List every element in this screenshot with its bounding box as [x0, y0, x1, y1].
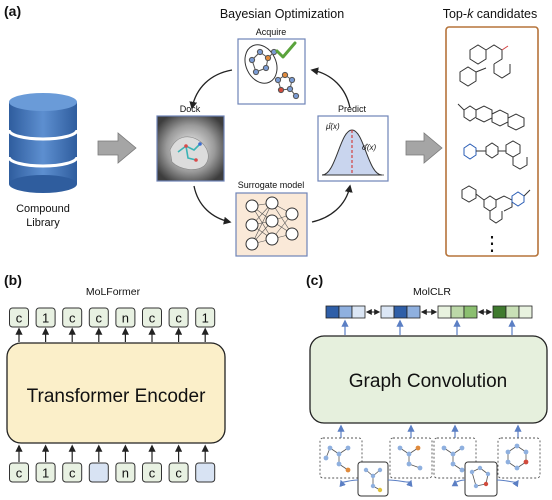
input-arrows	[15, 444, 209, 462]
arrow-right-icon	[97, 132, 137, 164]
acquire-label: Acquire	[256, 27, 287, 37]
token-box	[9, 462, 29, 483]
token-box	[142, 462, 162, 483]
token-box	[115, 462, 136, 483]
candidates-ellipsis: ⋮	[482, 233, 502, 255]
token-box	[62, 307, 83, 328]
token-box	[142, 307, 162, 328]
embedding-vector	[380, 305, 421, 319]
graph-convolution-label: Graph Convolution	[349, 371, 507, 392]
acquire-box	[237, 38, 306, 105]
candidates-panel: ⋮	[445, 26, 539, 257]
token-text: 1	[42, 466, 49, 481]
compound-library-label-2: Library	[26, 217, 60, 229]
panel-b-label: (b)	[4, 272, 22, 288]
source-molecule	[357, 461, 389, 497]
token-box	[35, 462, 56, 483]
token-box	[115, 307, 136, 328]
transformer-encoder-block	[6, 342, 226, 444]
token-text: c	[96, 311, 103, 326]
panel-c-label: (c)	[306, 272, 323, 288]
embedding-vector	[437, 305, 478, 319]
embedding-vector	[492, 305, 533, 319]
embedding-row	[325, 305, 533, 319]
output-arrows	[15, 327, 209, 342]
molecular-graph	[319, 437, 363, 479]
token-box	[195, 307, 216, 328]
token-text: n	[122, 311, 129, 326]
molecular-graph	[497, 437, 541, 479]
token-text: 1	[202, 311, 209, 326]
database-icon	[7, 93, 79, 193]
bo-title: Bayesian Optimization	[220, 7, 344, 21]
token-box	[88, 307, 109, 328]
token-box	[168, 462, 189, 483]
token-text: n	[122, 466, 129, 481]
token-box	[62, 462, 83, 483]
token-text: c	[175, 311, 182, 326]
molclr-title: MolCLR	[413, 286, 451, 298]
token-text: 1	[42, 311, 49, 326]
sigma-label: σ̂(x)	[362, 143, 376, 152]
token-text: c	[175, 466, 182, 481]
docking-pose-icon	[156, 115, 225, 182]
mask-token	[195, 462, 216, 483]
panel-a-label: (a)	[4, 3, 21, 19]
topk-title: Top-k candidates	[443, 7, 538, 21]
token-text: c	[69, 311, 76, 326]
graph-convolution-block	[309, 335, 548, 424]
predict-label: Predict	[338, 104, 367, 114]
molecule-icon	[248, 48, 278, 76]
gaussian-curve-icon: μ̂(x) σ̂(x)	[317, 115, 389, 182]
bo-cycle-arrows	[189, 67, 353, 225]
input-token-row: c 1 c n c c	[9, 462, 216, 483]
conv-output-arrows	[341, 319, 516, 335]
token-box	[168, 307, 189, 328]
checkmark-icon	[275, 41, 297, 59]
mask-token	[88, 462, 109, 483]
token-box	[35, 307, 56, 328]
compound-library-label: Compound	[16, 203, 70, 215]
output-token-row: c 1 c c n c c 1	[9, 307, 216, 328]
embedding-vector	[325, 305, 366, 319]
arrow-right-icon	[405, 132, 443, 164]
augmentation-arrows	[339, 479, 519, 488]
token-text: c	[149, 466, 156, 481]
surrogate-label: Surrogate model	[238, 180, 305, 190]
token-text: c	[16, 466, 23, 481]
molecule-icon	[274, 71, 300, 100]
mu-label: μ̂(x)	[325, 122, 340, 131]
neural-network-icon	[235, 192, 308, 257]
transformer-encoder-label: Transformer Encoder	[27, 386, 206, 407]
token-text: c	[149, 311, 156, 326]
molformer-title: MoLFormer	[86, 286, 141, 298]
conv-input-arrows	[337, 424, 522, 438]
molecular-graph	[389, 437, 433, 479]
token-box	[9, 307, 29, 328]
dock-label: Dock	[180, 104, 201, 114]
token-text: c	[16, 311, 23, 326]
molecular-graph	[433, 437, 477, 479]
source-molecule	[464, 461, 498, 497]
token-text: c	[69, 466, 76, 481]
